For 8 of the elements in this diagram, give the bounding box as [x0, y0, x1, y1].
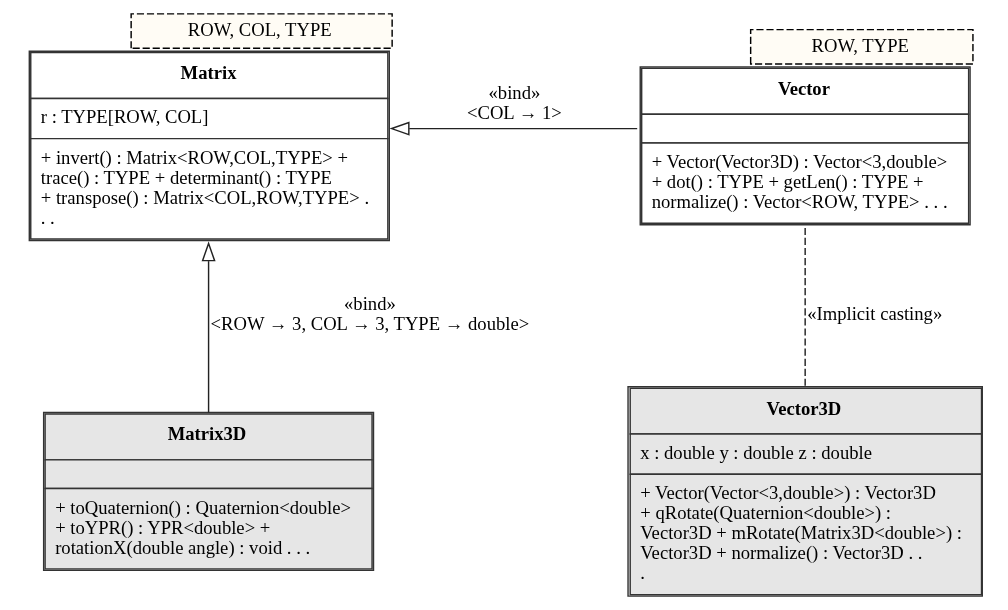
edge-label: «bind» <COL → 1>: [466, 82, 562, 124]
arrow: [201, 241, 216, 414]
node-label: ROW, TYPE: [811, 34, 909, 56]
edge-label: «Implicit casting»: [807, 302, 943, 324]
arrow: [389, 121, 638, 136]
edge-label: «bind» <ROW → 3, COL → 3, TYPE → double>: [210, 292, 530, 334]
connector: [804, 227, 806, 388]
node-label: ROW, COL, TYPE: [187, 18, 332, 40]
